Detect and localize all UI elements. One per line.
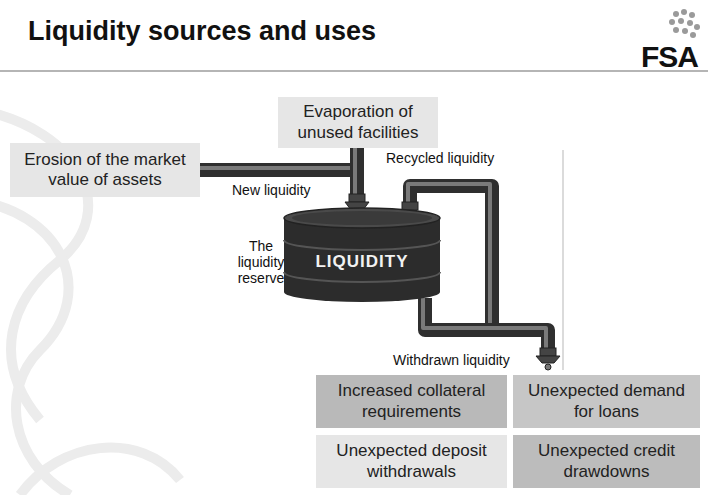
source-box: Evaporation of unused facilities [278, 97, 438, 148]
flow-label: Recycled liquidity [386, 150, 494, 166]
box-text: Unexpected deposit withdrawals [324, 441, 499, 482]
use-box: Unexpected demand for loans [513, 375, 700, 428]
slide-title: Liquidity sources and uses [28, 16, 376, 47]
logo-swirl [669, 9, 700, 38]
box-text: Evaporation of unused facilities [286, 102, 430, 143]
flow-label: New liquidity [232, 182, 311, 198]
source-box: Erosion of the market value of assets [10, 143, 200, 197]
reserve-label: The liquidity reserve [230, 238, 292, 286]
box-text: Increased collateral requirements [324, 381, 499, 422]
flow-label: Withdrawn liquidity [393, 352, 510, 368]
barrel-label: LIQUIDITY [315, 252, 408, 272]
pipes [200, 147, 548, 350]
header-rule [0, 70, 708, 72]
use-box: Unexpected credit drawdowns [513, 435, 700, 488]
box-text: Erosion of the market value of assets [18, 150, 192, 191]
logo-text: FSA [641, 40, 698, 75]
use-box: Increased collateral requirements [316, 375, 507, 428]
box-text: Unexpected demand for loans [521, 381, 692, 422]
divider-line [562, 150, 564, 370]
liquidity-barrel: LIQUIDITY [282, 206, 442, 304]
box-text: Unexpected credit drawdowns [521, 441, 692, 482]
use-box: Unexpected deposit withdrawals [316, 435, 507, 488]
